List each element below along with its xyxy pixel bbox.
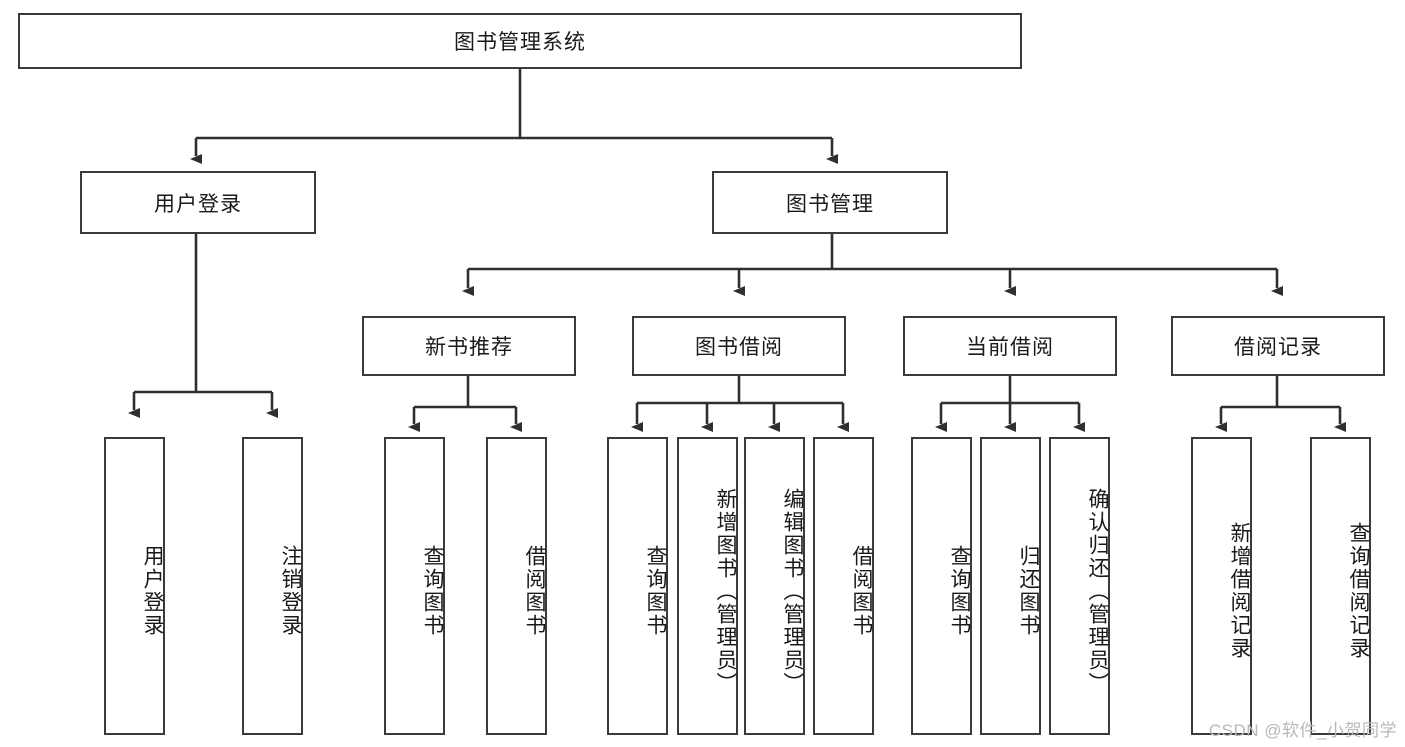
node-leaf-borrow-book-1-label: 借阅图书 [523, 545, 546, 637]
node-leaf-return-book-label: 归还图书 [1017, 545, 1040, 637]
node-leaf-add-book-label: 新增图书（管理员） [714, 487, 737, 695]
node-leaf-return-book[interactable]: 归还图书 [980, 437, 1041, 735]
node-new-book-recommend[interactable]: 新书推荐 [362, 316, 576, 376]
node-leaf-edit-book[interactable]: 编辑图书（管理员） [744, 437, 805, 735]
node-leaf-query-book-1-label: 查询图书 [421, 545, 444, 637]
node-leaf-borrow-book-2[interactable]: 借阅图书 [813, 437, 874, 735]
node-leaf-user-login[interactable]: 用户登录 [104, 437, 165, 735]
node-leaf-logout-label: 注销登录 [279, 545, 302, 637]
node-leaf-query-book-2-label: 查询图书 [644, 545, 667, 637]
csdn-watermark: CSDN @软件_小贺同学 [1208, 721, 1397, 740]
node-user-login[interactable]: 用户登录 [80, 171, 316, 234]
node-leaf-confirm-return-label: 确认归还（管理员） [1086, 487, 1109, 695]
node-leaf-borrow-book-1[interactable]: 借阅图书 [486, 437, 547, 735]
node-leaf-query-book-3-label: 查询图书 [948, 545, 971, 637]
node-current-borrow[interactable]: 当前借阅 [903, 316, 1117, 376]
node-book-management-label: 图书管理 [786, 192, 874, 216]
node-new-book-recommend-label: 新书推荐 [425, 336, 513, 359]
node-leaf-query-record-label: 查询借阅记录 [1347, 522, 1370, 660]
node-leaf-query-book-1[interactable]: 查询图书 [384, 437, 445, 735]
node-user-login-label: 用户登录 [154, 192, 242, 216]
node-leaf-confirm-return[interactable]: 确认归还（管理员） [1049, 437, 1110, 735]
node-leaf-query-book-3[interactable]: 查询图书 [911, 437, 972, 735]
node-borrow-record-label: 借阅记录 [1234, 336, 1322, 359]
node-leaf-edit-book-label: 编辑图书（管理员） [781, 487, 804, 695]
node-leaf-add-book[interactable]: 新增图书（管理员） [677, 437, 738, 735]
node-leaf-add-record-label: 新增借阅记录 [1228, 522, 1251, 660]
node-root-label: 图书管理系统 [454, 31, 586, 54]
node-leaf-add-record[interactable]: 新增借阅记录 [1191, 437, 1252, 735]
node-leaf-query-record[interactable]: 查询借阅记录 [1310, 437, 1371, 735]
node-leaf-logout[interactable]: 注销登录 [242, 437, 303, 735]
node-book-borrow-label: 图书借阅 [695, 336, 783, 359]
node-borrow-record[interactable]: 借阅记录 [1171, 316, 1385, 376]
node-leaf-borrow-book-2-label: 借阅图书 [850, 545, 873, 637]
node-leaf-query-book-2[interactable]: 查询图书 [607, 437, 668, 735]
node-root[interactable]: 图书管理系统 [18, 13, 1022, 69]
node-leaf-user-login-label: 用户登录 [141, 545, 164, 637]
node-book-borrow[interactable]: 图书借阅 [632, 316, 846, 376]
node-book-management[interactable]: 图书管理 [712, 171, 948, 234]
node-current-borrow-label: 当前借阅 [966, 336, 1054, 359]
